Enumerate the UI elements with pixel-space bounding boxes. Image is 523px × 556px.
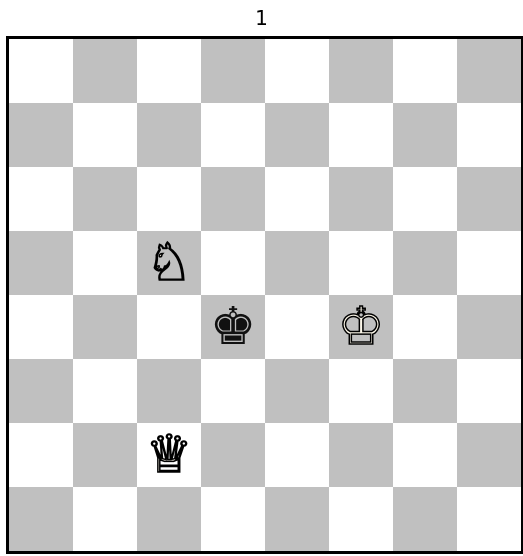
- square-c3[interactable]: [137, 359, 201, 423]
- square-e1[interactable]: [265, 487, 329, 551]
- square-a4[interactable]: [9, 295, 73, 359]
- square-h2[interactable]: [457, 423, 521, 487]
- square-a7[interactable]: [9, 103, 73, 167]
- white-king-icon[interactable]: ♔: [338, 301, 385, 353]
- square-b8[interactable]: [73, 39, 137, 103]
- square-g7[interactable]: [393, 103, 457, 167]
- square-d8[interactable]: [201, 39, 265, 103]
- square-d2[interactable]: [201, 423, 265, 487]
- square-e8[interactable]: [265, 39, 329, 103]
- square-d5[interactable]: [201, 231, 265, 295]
- square-c2[interactable]: ♕: [137, 423, 201, 487]
- square-b4[interactable]: [73, 295, 137, 359]
- square-a2[interactable]: [9, 423, 73, 487]
- square-h6[interactable]: [457, 167, 521, 231]
- square-e4[interactable]: [265, 295, 329, 359]
- square-g2[interactable]: [393, 423, 457, 487]
- square-c8[interactable]: [137, 39, 201, 103]
- square-f7[interactable]: [329, 103, 393, 167]
- square-d1[interactable]: [201, 487, 265, 551]
- square-g6[interactable]: [393, 167, 457, 231]
- square-c1[interactable]: [137, 487, 201, 551]
- square-h4[interactable]: [457, 295, 521, 359]
- chess-board-frame: ♘ ♚ ♔ ♕: [6, 36, 523, 554]
- square-b3[interactable]: [73, 359, 137, 423]
- square-a3[interactable]: [9, 359, 73, 423]
- square-h3[interactable]: [457, 359, 521, 423]
- chess-board[interactable]: ♘ ♚ ♔ ♕: [9, 39, 521, 551]
- square-f4[interactable]: ♔: [329, 295, 393, 359]
- square-h7[interactable]: [457, 103, 521, 167]
- square-d6[interactable]: [201, 167, 265, 231]
- black-king-icon[interactable]: ♚: [210, 301, 257, 353]
- square-b7[interactable]: [73, 103, 137, 167]
- square-f2[interactable]: [329, 423, 393, 487]
- square-c5[interactable]: ♘: [137, 231, 201, 295]
- square-g1[interactable]: [393, 487, 457, 551]
- white-queen-icon[interactable]: ♕: [146, 429, 193, 481]
- square-b2[interactable]: [73, 423, 137, 487]
- square-f8[interactable]: [329, 39, 393, 103]
- square-a6[interactable]: [9, 167, 73, 231]
- square-g4[interactable]: [393, 295, 457, 359]
- square-e2[interactable]: [265, 423, 329, 487]
- square-f5[interactable]: [329, 231, 393, 295]
- square-g3[interactable]: [393, 359, 457, 423]
- square-f6[interactable]: [329, 167, 393, 231]
- square-h8[interactable]: [457, 39, 521, 103]
- square-c6[interactable]: [137, 167, 201, 231]
- square-h1[interactable]: [457, 487, 521, 551]
- square-c4[interactable]: [137, 295, 201, 359]
- square-c7[interactable]: [137, 103, 201, 167]
- square-a5[interactable]: [9, 231, 73, 295]
- square-a1[interactable]: [9, 487, 73, 551]
- square-e6[interactable]: [265, 167, 329, 231]
- square-f3[interactable]: [329, 359, 393, 423]
- square-e7[interactable]: [265, 103, 329, 167]
- square-g5[interactable]: [393, 231, 457, 295]
- white-knight-icon[interactable]: ♘: [146, 237, 193, 289]
- puzzle-number: 1: [0, 6, 523, 30]
- square-e3[interactable]: [265, 359, 329, 423]
- square-b6[interactable]: [73, 167, 137, 231]
- square-a8[interactable]: [9, 39, 73, 103]
- square-d4[interactable]: ♚: [201, 295, 265, 359]
- square-f1[interactable]: [329, 487, 393, 551]
- square-e5[interactable]: [265, 231, 329, 295]
- square-b1[interactable]: [73, 487, 137, 551]
- square-b5[interactable]: [73, 231, 137, 295]
- square-g8[interactable]: [393, 39, 457, 103]
- square-d3[interactable]: [201, 359, 265, 423]
- square-d7[interactable]: [201, 103, 265, 167]
- square-h5[interactable]: [457, 231, 521, 295]
